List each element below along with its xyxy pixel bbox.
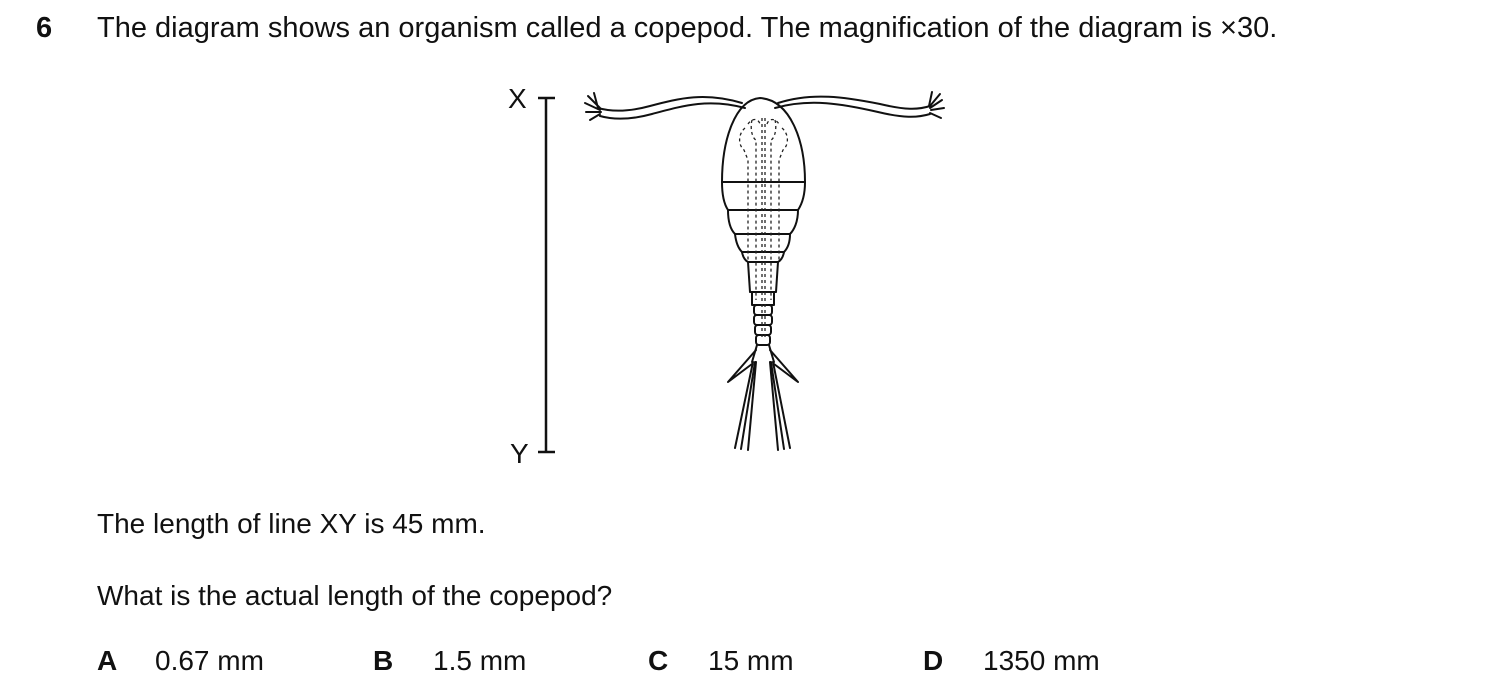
option-b-letter: B xyxy=(373,645,394,676)
option-c-letter: C xyxy=(648,645,669,676)
option-d-letter: D xyxy=(923,645,944,676)
option-a[interactable]: A 0.67 mm xyxy=(97,645,264,677)
option-a-value: 0.67 mm xyxy=(155,645,264,676)
option-b-value: 1.5 mm xyxy=(433,645,527,676)
line-length-statement: The length of line XY is 45 mm. xyxy=(97,508,486,539)
scale-line-xy xyxy=(538,96,555,454)
label-x: X xyxy=(508,83,527,114)
question-number: 6 xyxy=(36,12,53,44)
option-d-value: 1350 mm xyxy=(983,645,1100,676)
question-prompt: What is the actual length of the copepod… xyxy=(97,580,613,611)
option-b[interactable]: B 1.5 mm xyxy=(373,645,526,677)
question-stem: The diagram shows an organism called a c… xyxy=(97,12,1278,44)
label-y: Y xyxy=(510,438,529,469)
option-d[interactable]: D 1350 mm xyxy=(923,645,1100,677)
option-c-value: 15 mm xyxy=(708,645,794,676)
internal-dotted-structures xyxy=(738,118,789,340)
option-c[interactable]: C 15 mm xyxy=(648,645,794,677)
option-a-letter: A xyxy=(97,645,118,676)
